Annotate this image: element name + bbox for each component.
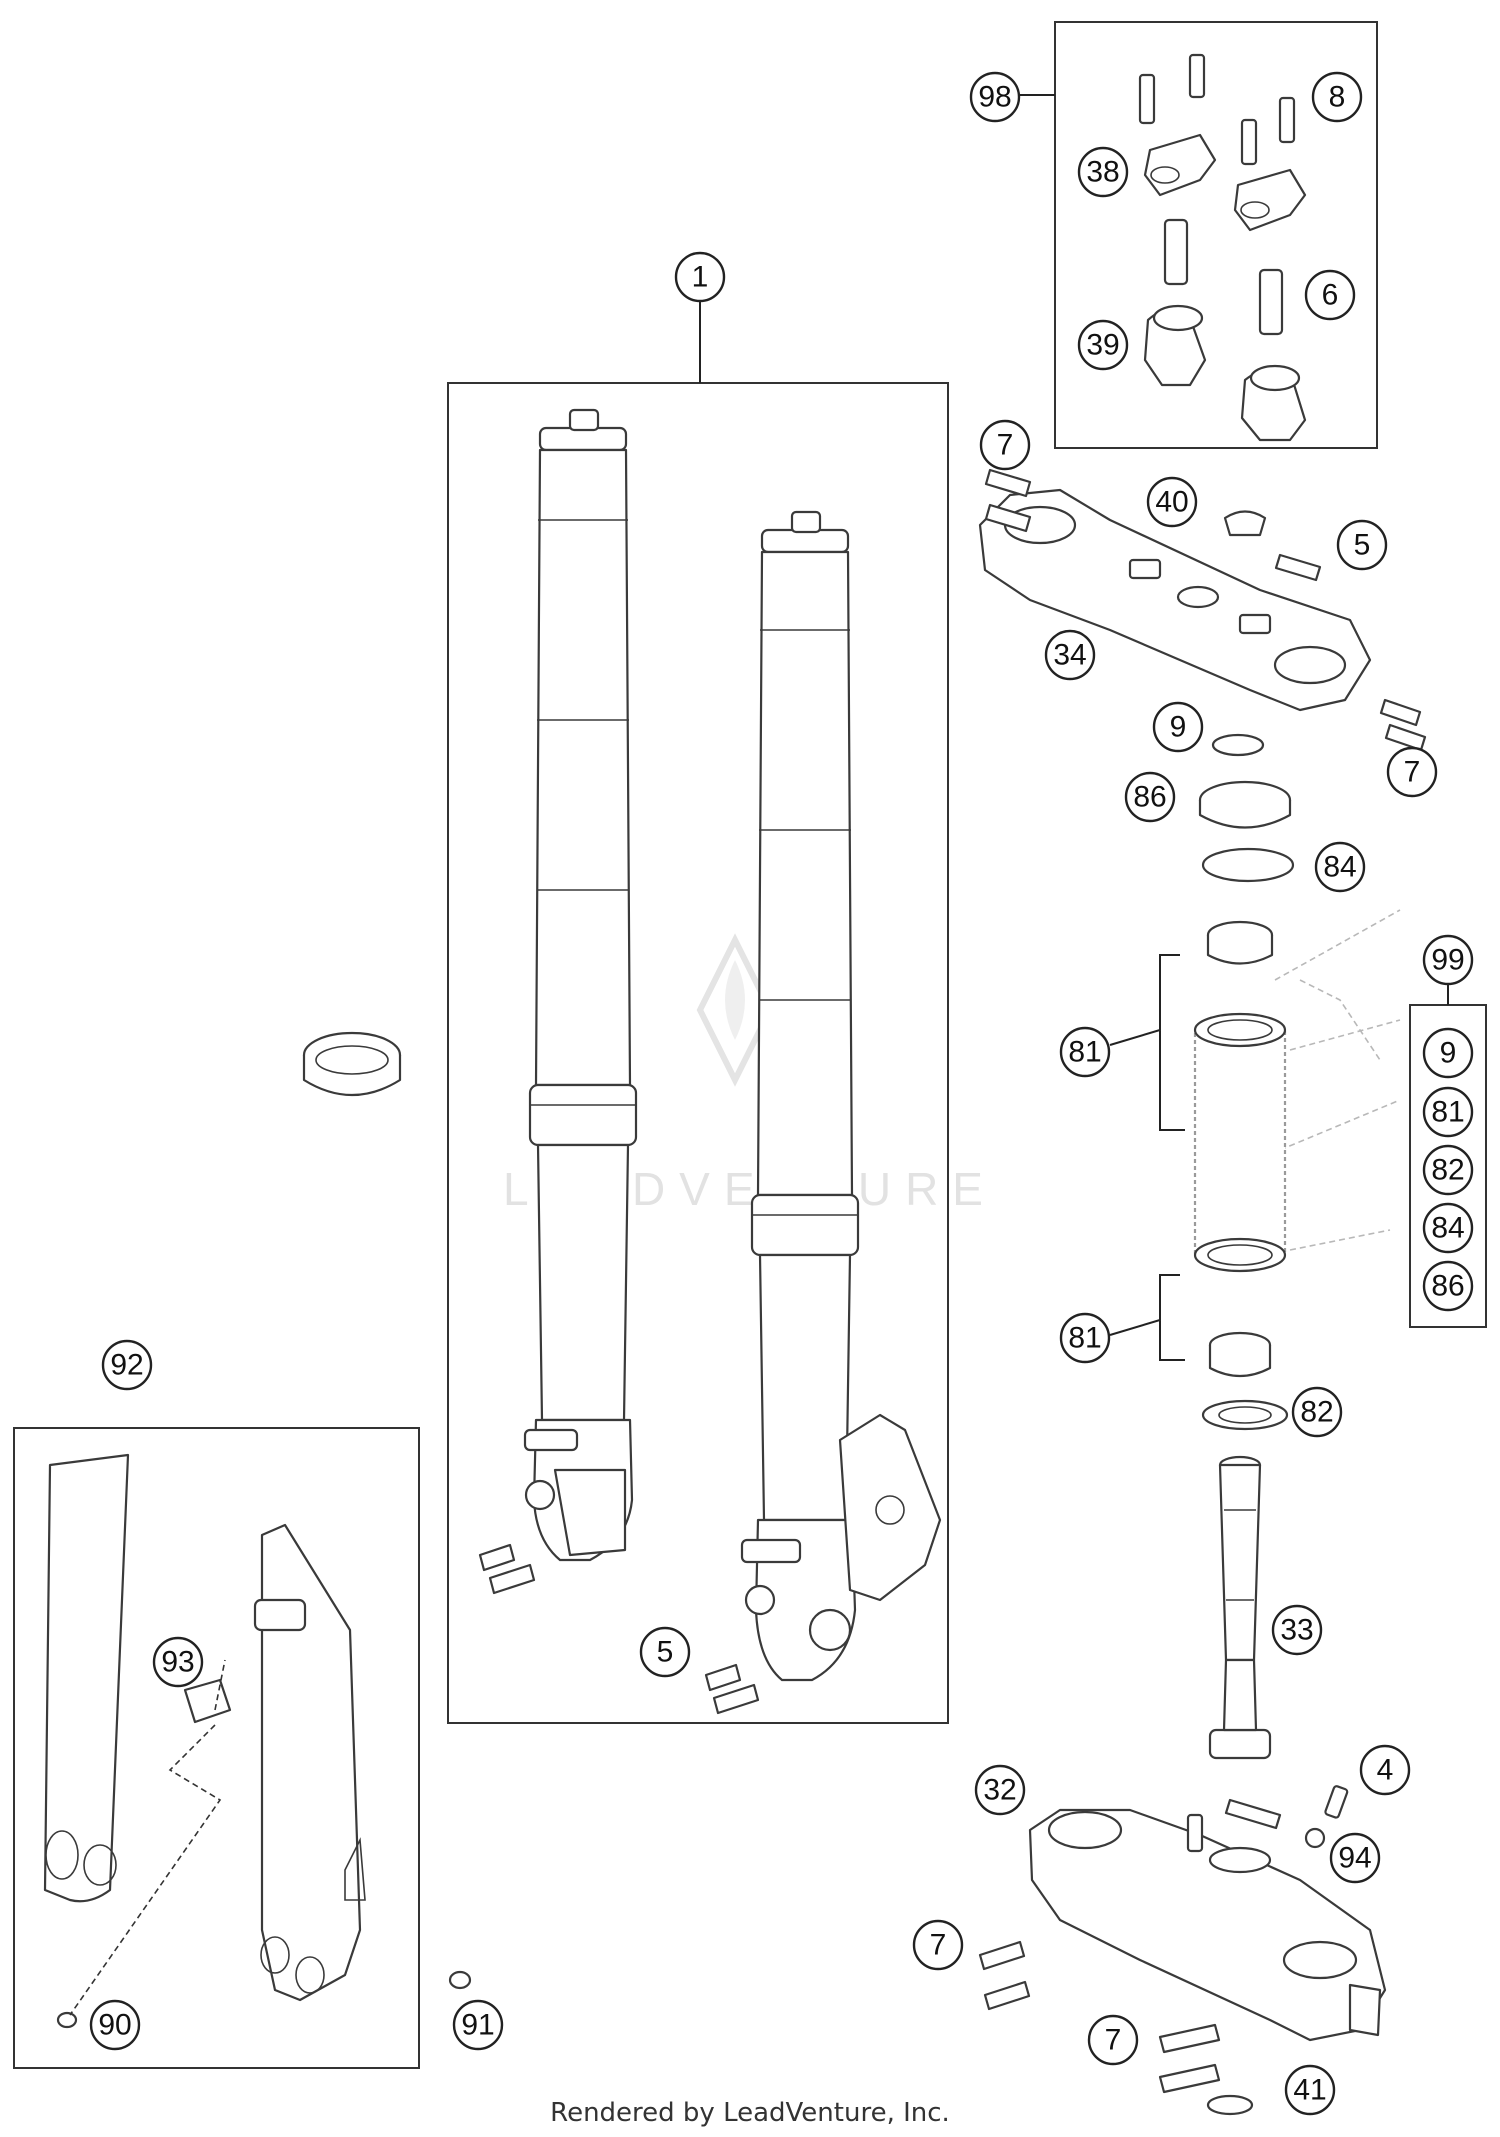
callout-38[interactable]: 38 [1077,146,1129,198]
callout-9[interactable]: 9 [1152,701,1204,753]
svg-text:9: 9 [1170,711,1187,744]
callouts: 1 98 8 38 6 39 7 40 5 34 9 7 86 84 81 81… [89,71,1474,2116]
callout-7-bottom[interactable]: 7 [1087,2014,1139,2066]
callout-40[interactable]: 40 [1146,476,1198,528]
footer-credit: Rendered by LeadVenture, Inc. [550,2098,950,2128]
svg-text:93: 93 [161,1646,194,1679]
callout-kit-86[interactable]: 86 [1422,1260,1474,1312]
callout-91[interactable]: 91 [452,1999,504,2051]
callout-39[interactable]: 39 [1077,319,1129,371]
callout-kit-84[interactable]: 84 [1422,1202,1474,1254]
callout-4[interactable]: 4 [1359,1744,1411,1796]
svg-text:9: 9 [1440,1037,1457,1070]
svg-text:82: 82 [1300,1396,1333,1429]
svg-text:81: 81 [1431,1096,1464,1129]
leader-lines [699,94,1449,1361]
svg-text:82: 82 [1431,1154,1464,1187]
callout-82[interactable]: 82 [1291,1386,1343,1438]
svg-text:39: 39 [1086,329,1119,362]
svg-text:90: 90 [98,2009,131,2042]
callout-32[interactable]: 32 [974,1764,1026,1816]
svg-text:7: 7 [930,1929,947,1962]
callout-33[interactable]: 33 [1271,1604,1323,1656]
callout-7-lower-left[interactable]: 7 [912,1919,964,1971]
callout-kit-82[interactable]: 82 [1422,1144,1474,1196]
svg-text:86: 86 [1431,1270,1464,1303]
svg-text:81: 81 [1068,1036,1101,1069]
callout-90[interactable]: 90 [89,1999,141,2051]
lower-triple-clamp [978,1785,1387,2116]
callout-kit-81[interactable]: 81 [1422,1086,1474,1138]
svg-text:5: 5 [657,1636,674,1669]
callout-8[interactable]: 8 [1311,71,1363,123]
upper-triple-clamp [978,468,1427,752]
svg-text:8: 8 [1329,81,1346,114]
steering-stem [1208,1455,1272,1760]
callout-7-top[interactable]: 7 [979,419,1031,471]
callout-81-lower[interactable]: 81 [1059,1312,1111,1364]
callout-98[interactable]: 98 [969,71,1021,123]
fork-protectors [43,1453,472,2029]
callout-5-bottom[interactable]: 5 [639,1626,691,1678]
frame-head-tube [1193,909,1401,1431]
svg-text:38: 38 [1086,156,1119,189]
callout-41[interactable]: 41 [1284,2064,1336,2116]
svg-text:33: 33 [1280,1614,1313,1647]
handlebar-clamp-kit-frame [1054,21,1378,449]
svg-text:34: 34 [1053,639,1086,672]
svg-text:86: 86 [1133,781,1166,814]
svg-text:91: 91 [461,2009,494,2042]
fork-protector-kit-frame [13,1427,420,2069]
callout-6[interactable]: 6 [1304,269,1356,321]
callout-84[interactable]: 84 [1314,841,1366,893]
steering-stack [1198,733,1295,965]
callout-92[interactable]: 92 [101,1339,153,1391]
fork-leg-right [704,510,942,1715]
svg-text:98: 98 [978,81,1011,114]
callout-86[interactable]: 86 [1124,771,1176,823]
svg-text:41: 41 [1293,2074,1326,2107]
callout-kit-9[interactable]: 9 [1422,1027,1474,1079]
svg-text:99: 99 [1431,944,1464,977]
callout-93[interactable]: 93 [152,1636,204,1688]
svg-text:84: 84 [1323,851,1356,884]
callout-5-top[interactable]: 5 [1336,519,1388,571]
svg-text:1: 1 [692,261,709,294]
callout-81-upper[interactable]: 81 [1059,1026,1111,1078]
svg-text:7: 7 [1105,2024,1122,2057]
svg-text:5: 5 [1354,529,1371,562]
callout-34[interactable]: 34 [1044,629,1096,681]
svg-text:94: 94 [1338,1842,1371,1875]
loose-ring [302,1031,402,1096]
fork-leg-left [478,408,638,1595]
callout-1[interactable]: 1 [674,251,726,303]
svg-text:4: 4 [1377,1754,1394,1787]
fork-assembly-frame [447,382,949,1724]
svg-text:6: 6 [1322,279,1339,312]
svg-text:7: 7 [1404,756,1421,789]
svg-text:40: 40 [1155,486,1188,519]
callout-7-right[interactable]: 7 [1386,746,1438,798]
callout-99[interactable]: 99 [1422,934,1474,986]
callout-94[interactable]: 94 [1329,1832,1381,1884]
svg-text:92: 92 [110,1349,143,1382]
svg-text:84: 84 [1431,1212,1464,1245]
handlebar-clamp-parts [1138,53,1307,442]
svg-text:81: 81 [1068,1322,1101,1355]
svg-text:32: 32 [983,1774,1016,1807]
svg-text:7: 7 [997,429,1014,462]
